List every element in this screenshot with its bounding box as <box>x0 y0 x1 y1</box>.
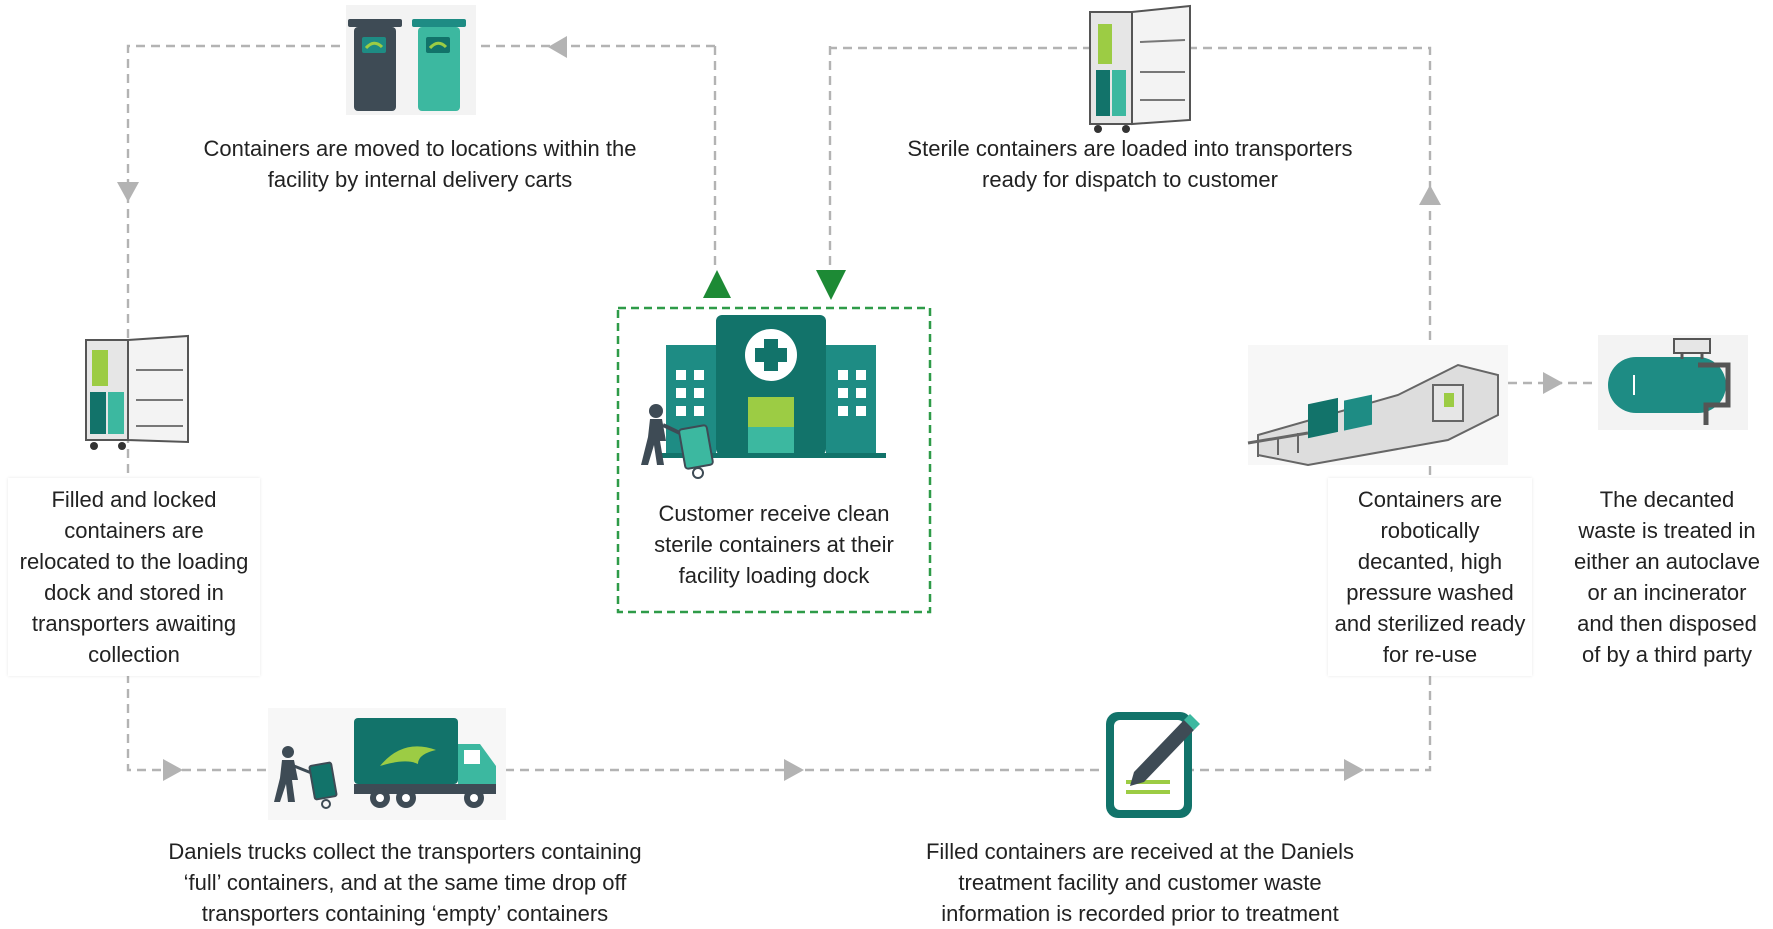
bins-icon <box>346 5 476 115</box>
clipboard-pen-icon <box>1106 712 1200 818</box>
arrowhead-right <box>163 759 183 781</box>
step-stored-label: Filled and locked containers are relocat… <box>8 478 260 676</box>
step-delivery-label: Containers are moved to locations within… <box>150 133 690 195</box>
label-line: information is recorded prior to treatme… <box>941 901 1339 926</box>
step-customer-label: Customer receive clean sterile container… <box>624 498 924 591</box>
label-line: facility by internal delivery carts <box>267 167 573 192</box>
step-decanted-label: Containers are robotically decanted, hig… <box>1328 478 1532 676</box>
label-line: sterile containers at their <box>654 532 894 557</box>
label-line: relocated to the loading <box>19 549 249 574</box>
label-line: waste is treated in <box>1578 518 1756 543</box>
label-line: or an incinerator <box>1587 580 1747 605</box>
label-line: robotically <box>1380 518 1480 543</box>
label-line: for re-use <box>1382 642 1478 667</box>
label-line: Containers are moved to locations within… <box>203 136 637 161</box>
label-line: collection <box>88 642 180 667</box>
label-line: Containers are <box>1357 487 1503 512</box>
label-line: treatment facility and customer waste <box>958 870 1322 895</box>
label-line: Sterile containers are loaded into trans… <box>907 136 1353 161</box>
green-arrow-down <box>816 270 846 300</box>
arrowhead-left <box>548 36 567 58</box>
label-line: of by a third party <box>1582 642 1752 667</box>
label-line: Customer receive clean <box>658 501 890 526</box>
arrowhead-right <box>1543 372 1563 394</box>
label-line: transporters containing ‘empty’ containe… <box>201 901 609 926</box>
hospital-icon <box>641 315 886 479</box>
arrowhead-up <box>1419 185 1441 205</box>
label-line: containers are <box>64 518 204 543</box>
arrowhead-right <box>784 759 804 781</box>
step-received-label: Filled containers are received at the Da… <box>880 836 1400 929</box>
arrowhead-right <box>1344 759 1364 781</box>
label-line: ‘full’ containers, and at the same time … <box>183 870 627 895</box>
label-line: The decanted <box>1599 487 1735 512</box>
label-line: pressure washed <box>1346 580 1514 605</box>
label-line: Daniels trucks collect the transporters … <box>168 839 642 864</box>
truck-icon <box>268 708 506 820</box>
label-line: decanted, high <box>1357 549 1503 574</box>
transporter-cabinet-icon <box>1089 4 1191 133</box>
label-line: Filled and locked <box>51 487 217 512</box>
transporter-cabinet-icon <box>85 334 189 450</box>
green-arrow-up <box>703 270 731 298</box>
autoclave-icon <box>1598 335 1748 430</box>
label-line: Filled containers are received at the Da… <box>925 839 1354 864</box>
label-line: and sterilized ready <box>1334 611 1526 636</box>
arrowhead-down <box>117 182 139 202</box>
label-line: facility loading dock <box>678 563 870 588</box>
washing-machine-icon <box>1247 345 1508 467</box>
label-line: transporters awaiting <box>31 611 237 636</box>
customer-box <box>616 306 932 614</box>
label-line: and then disposed <box>1577 611 1757 636</box>
step-trucks-label: Daniels trucks collect the transporters … <box>130 836 680 929</box>
label-line: either an autoclave <box>1574 549 1760 574</box>
label-line: dock and stored in <box>44 580 224 605</box>
flow-arrowheads <box>117 36 1563 781</box>
step-treated-label: The decanted waste is treated in either … <box>1562 484 1772 670</box>
step-loaded-label: Sterile containers are loaded into trans… <box>860 133 1400 195</box>
label-line: ready for dispatch to customer <box>982 167 1278 192</box>
